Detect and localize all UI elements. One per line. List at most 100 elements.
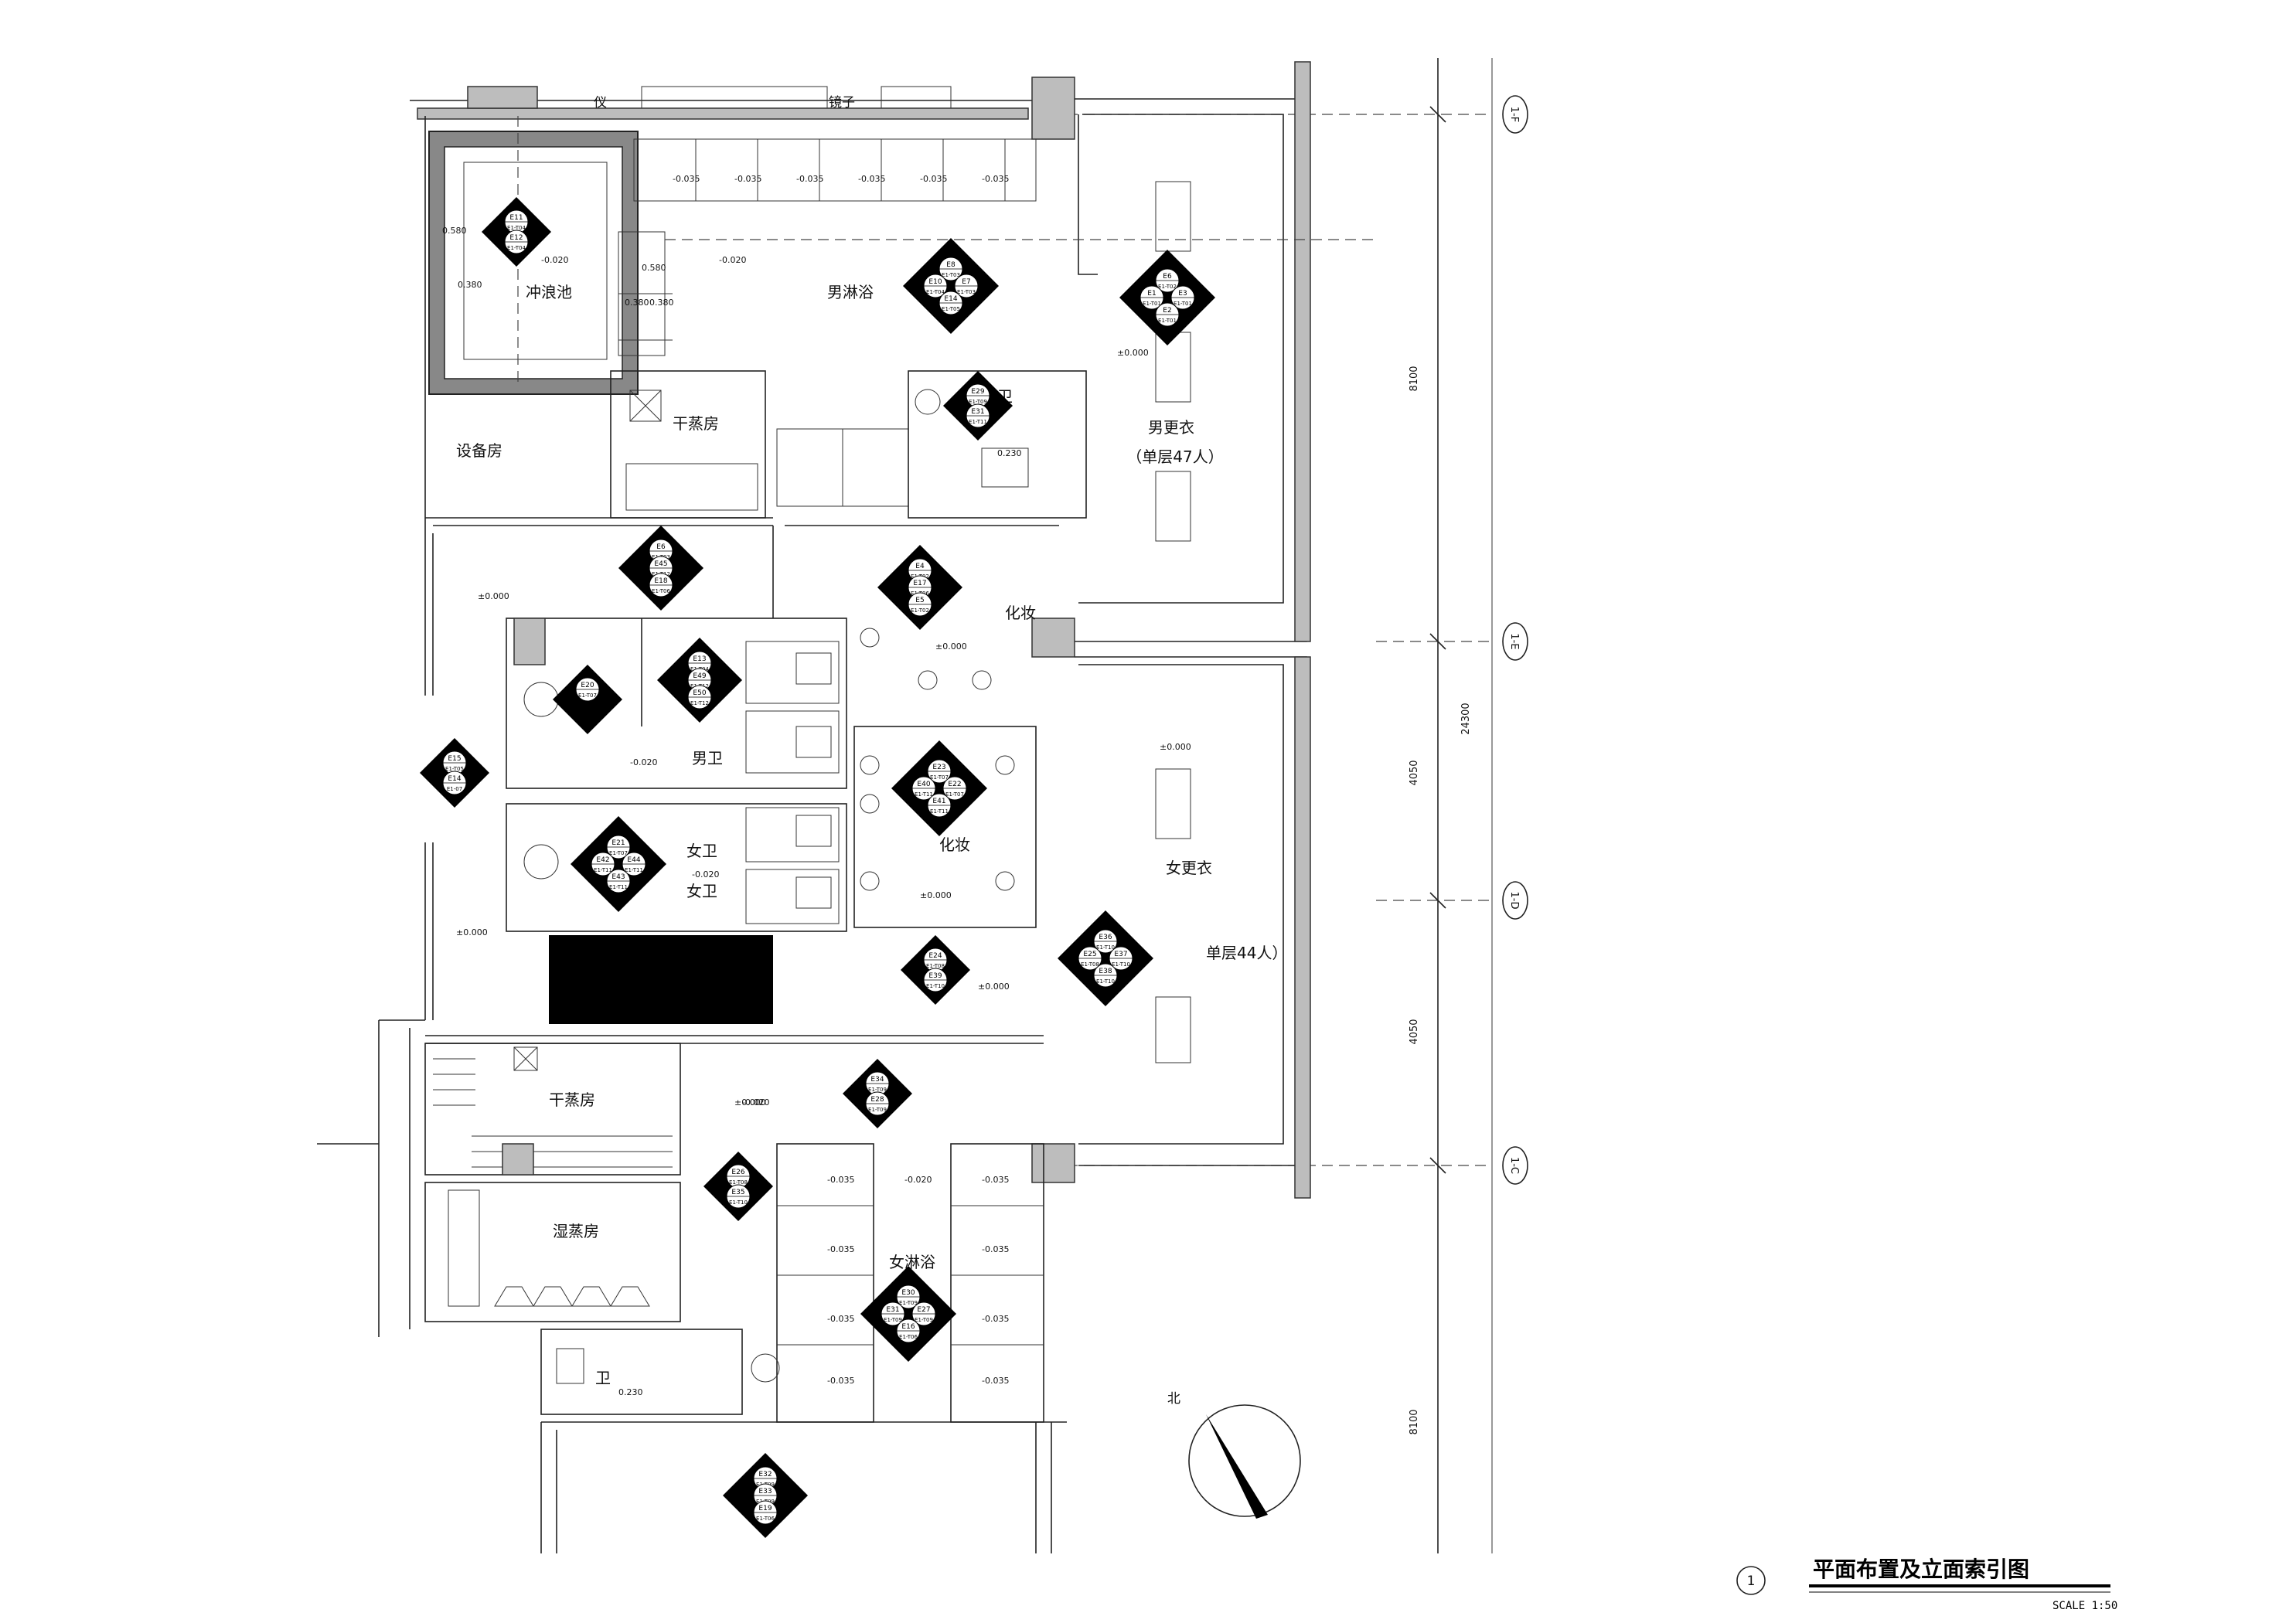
index-marker-sheet: E1-T11: [609, 884, 628, 890]
index-marker-sheet: E1-T11: [594, 867, 612, 873]
index-marker-code: E30: [901, 1289, 915, 1297]
index-marker-sheet: E1-T05: [942, 306, 960, 312]
index-marker: E32E1-T09E33E1-T09E19E1-T06: [723, 1453, 808, 1538]
axis-label-1: 1-F: [1508, 107, 1520, 122]
women-locker-area: 女更衣 单层44人） ±0.000: [1155, 742, 1287, 1063]
index-marker-sheet: E1-T01: [1143, 301, 1161, 307]
index-marker-sheet: E1-T08: [1081, 961, 1099, 968]
drawing-scale: SCALE 1:50: [2052, 1600, 2117, 1612]
makeup-area-top: 化妆 ±0.000 ±0.000: [433, 525, 1059, 690]
index-marker-code: E28: [870, 1096, 884, 1104]
index-marker-sheet: E1-T04: [507, 225, 526, 231]
index-marker-sheet: E1-T09: [868, 1087, 887, 1093]
index-marker-code: E34: [870, 1076, 884, 1084]
title-block: 1 平面布置及立面索引图 SCALE 1:50: [1736, 1557, 2117, 1612]
level-19: -0.020: [742, 1097, 769, 1108]
room-equipment: 设备房: [456, 441, 502, 460]
index-marker-code: E20: [581, 682, 594, 689]
index-marker-sheet: E1-T02: [911, 607, 929, 614]
level-4: 0.580: [642, 263, 666, 273]
index-marker-code: E14: [944, 295, 957, 303]
north-arrow: 北: [1167, 1391, 1301, 1519]
index-marker-code: E7: [962, 278, 970, 286]
index-marker-code: E39: [928, 972, 942, 980]
room-makeup-top: 化妆: [1005, 604, 1036, 622]
index-marker-sheet: E1-T11: [625, 867, 643, 873]
index-marker-diamond: [903, 238, 999, 334]
index-marker-code: E8: [946, 261, 956, 269]
room-men-locker: 男更衣: [1148, 418, 1194, 437]
level-11: -0.020: [630, 757, 657, 767]
room-steam: 湿蒸房: [553, 1222, 599, 1240]
index-marker-code: E36: [1099, 934, 1112, 941]
index-marker-code: E42: [596, 856, 609, 864]
index-marker-sheet: E1-T09: [969, 399, 987, 405]
index-marker-code: E29: [971, 388, 984, 396]
outer-walls: [317, 61, 1311, 1337]
room-women-wc-b: 女卫: [686, 882, 717, 900]
index-marker-code: E11: [509, 214, 523, 222]
index-marker-code: E17: [913, 580, 926, 587]
index-marker-diamond: [860, 1266, 956, 1362]
level-21: 0.230: [618, 1387, 643, 1397]
room-wc-bottom: 卫: [595, 1369, 611, 1387]
index-marker-code: E23: [932, 764, 945, 771]
index-marker-sheet: E1-T04: [507, 245, 526, 251]
men-locker-capacity: （单层47人）: [1126, 447, 1223, 466]
index-marker-sheet: E1-07: [447, 786, 462, 792]
shower-level-1: -0.035: [673, 174, 700, 184]
room-men-shower: 男淋浴: [827, 283, 874, 301]
index-marker-code: E13: [693, 655, 706, 663]
index-marker-sheet: E1-T10: [926, 983, 945, 989]
steam-room: 湿蒸房: [424, 1182, 681, 1322]
level-15: ±0.000: [978, 982, 1010, 992]
elevation-index-markers: E11E1-T04E12E1-T04E8E1-T03E10E1-T04E7E1-…: [420, 197, 1215, 1538]
index-marker-code: E12: [509, 234, 523, 242]
index-marker-sheet: E1-T02: [1158, 284, 1177, 290]
room-cold-pool: 冲浪池: [526, 283, 572, 301]
index-marker-code: E44: [627, 856, 640, 864]
w-shower-level-7: -0.035: [982, 1314, 1009, 1324]
men-wc: 男卫 -0.020: [506, 618, 847, 789]
shower-level-6: -0.035: [982, 174, 1009, 184]
shower-level-5: -0.035: [920, 174, 947, 184]
index-marker-code: E2: [1163, 307, 1171, 315]
index-marker-sheet: E1-T10: [1096, 944, 1115, 951]
index-marker: E13E1-T04E49E1-T12E50E1-T12: [657, 638, 742, 723]
index-marker-code: E21: [611, 839, 625, 847]
index-marker-sheet: E1-T12: [690, 700, 709, 706]
index-marker-sheet: E1-T07: [945, 791, 964, 798]
index-marker-sheet: E1-T08: [926, 963, 945, 969]
level-7: -0.020: [719, 255, 746, 265]
index-marker-code: E32: [758, 1471, 772, 1478]
level-5: 0.380: [625, 298, 649, 308]
index-marker-code: E4: [915, 563, 925, 570]
axis-label-4: 1-C: [1508, 1157, 1520, 1174]
women-locker-capacity: 单层44人）: [1206, 944, 1287, 962]
cold-pool-area: 冲浪池 0.580 0.380 -0.020 0.580 0.380 0.380: [428, 116, 674, 395]
dim-3: 4050: [1409, 1019, 1420, 1044]
index-marker-sheet: E1-T07: [578, 692, 597, 699]
level-13: ±0.000: [456, 927, 488, 937]
index-marker-code: E10: [928, 278, 942, 286]
index-marker-code: E35: [731, 1189, 744, 1196]
makeup-area-mid: 化妆 ±0.000 ±0.000: [853, 726, 1037, 992]
w-shower-level-6: -0.035: [982, 1244, 1009, 1254]
level-10: ±0.000: [935, 641, 967, 652]
level-17: ±0.000: [734, 1097, 766, 1108]
level-12: -0.020: [692, 869, 719, 880]
women-wc: 女卫 女卫 -0.020: [506, 803, 847, 932]
north-label: 北: [1167, 1391, 1180, 1407]
index-marker-sheet: E1-T04: [926, 289, 945, 295]
index-marker-code: E5: [915, 597, 924, 604]
index-marker-sheet: E1-T10: [1112, 961, 1130, 968]
